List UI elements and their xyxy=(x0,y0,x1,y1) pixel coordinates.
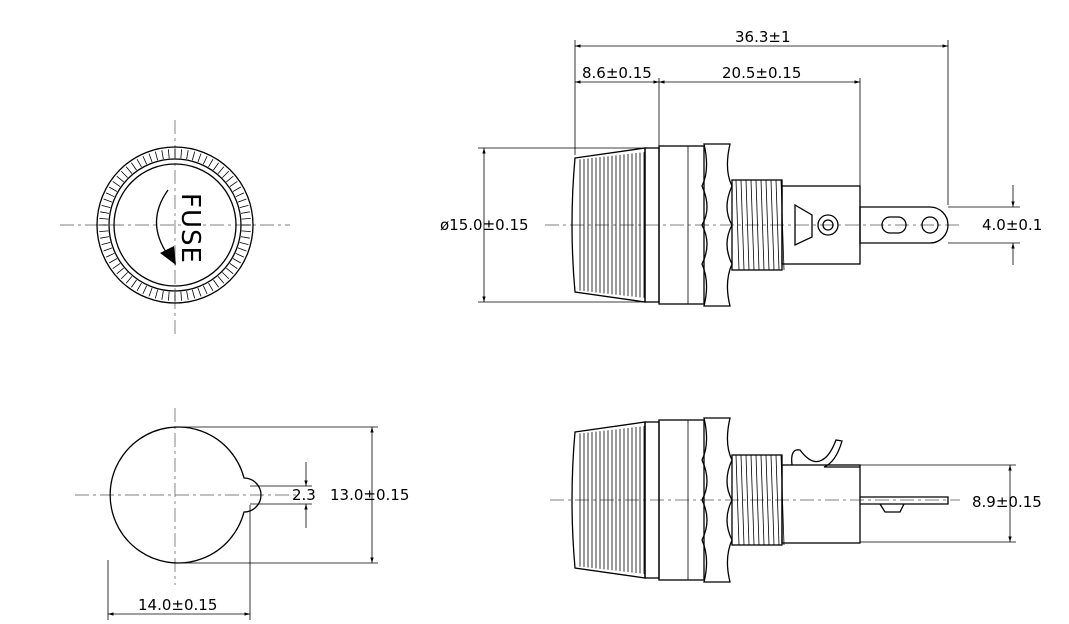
side-view-rotated xyxy=(550,417,960,583)
side-view xyxy=(545,143,960,307)
cutout-view xyxy=(75,408,300,585)
knurl-ring xyxy=(99,149,251,301)
thread-lines xyxy=(735,454,785,546)
side-view-dimensions: 36.3±1 8.6±0.15 20.5±0.15 ø15.0±0.15 4.0… xyxy=(440,28,1042,303)
cutout-height-label: 13.0±0.15 xyxy=(330,486,409,504)
overall-length-label: 36.3±1 xyxy=(735,28,791,46)
cutout-width-label: 2.3 xyxy=(292,486,316,504)
terminal-width-label: 4.0±0.1 xyxy=(982,216,1042,234)
body-length-label: 20.5±0.15 xyxy=(722,64,801,82)
cap-length-label: 8.6±0.15 xyxy=(582,64,652,82)
cutout-dimensions: 14.0±0.15 2.3 13.0±0.15 xyxy=(107,426,409,620)
diameter-label: ø15.0±0.15 xyxy=(440,216,529,234)
bracket-height-label: 8.9±0.15 xyxy=(972,493,1042,511)
rotate-arrow-icon xyxy=(155,189,169,256)
cutout-diameter-label: 14.0±0.15 xyxy=(138,596,217,614)
knurl-lines xyxy=(579,152,645,298)
side-view-rotated-dimensions: 8.9±0.15 xyxy=(860,464,1042,543)
front-view: FUSE xyxy=(60,120,290,335)
knurl-lines xyxy=(579,426,645,574)
cap-label: FUSE xyxy=(175,193,205,264)
